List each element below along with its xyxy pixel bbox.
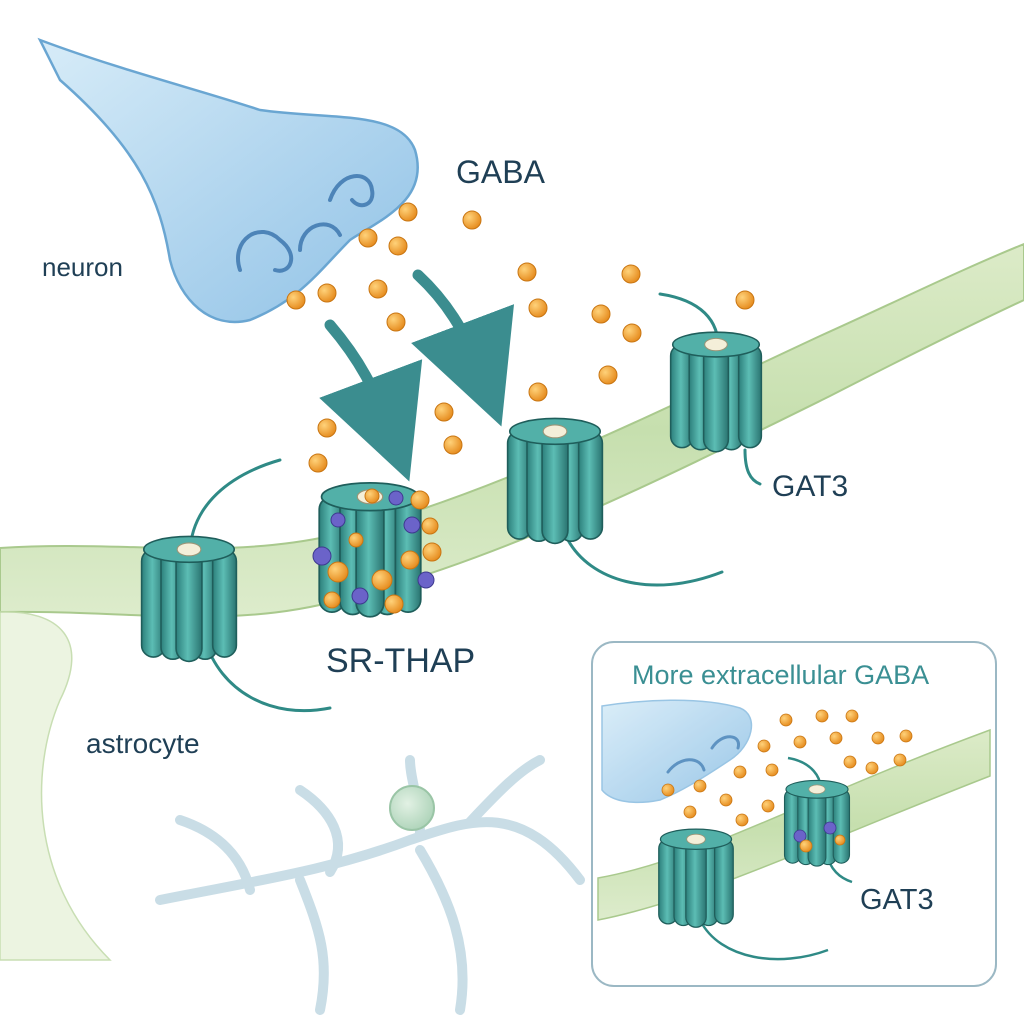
release-arrow-left — [319, 319, 423, 482]
astrocyte-branches — [155, 755, 585, 1015]
astrocyte-process — [0, 611, 112, 961]
gat3-transporter-right — [669, 331, 763, 453]
inset-panel — [591, 641, 997, 987]
gat3-transporter-middle — [506, 417, 604, 545]
gaba-molecules — [286, 202, 755, 473]
inset-neuron — [601, 699, 753, 804]
sr-thap-bound-transporter — [312, 481, 442, 618]
neuron-swirl — [236, 174, 375, 273]
inset-title: More extracellular GABA — [632, 660, 930, 690]
gat3-label: GAT3 — [772, 470, 849, 503]
neuron-terminal — [37, 37, 419, 324]
inset-gat3-transporter — [658, 828, 734, 928]
astrocyte-soma — [389, 785, 435, 831]
release-arrow-right — [411, 269, 515, 427]
astrocyte-label: astrocyte — [86, 728, 200, 759]
neuron-label: neuron — [42, 252, 123, 282]
sr-thap-label: SR-THAP — [326, 642, 476, 680]
inset-sr-thap-transporter — [783, 779, 851, 867]
inset-gaba-molecules — [661, 709, 913, 827]
inset-gat3-label: GAT3 — [860, 884, 934, 916]
gat3-transporter-left — [140, 535, 238, 663]
gaba-label: GABA — [456, 154, 545, 190]
